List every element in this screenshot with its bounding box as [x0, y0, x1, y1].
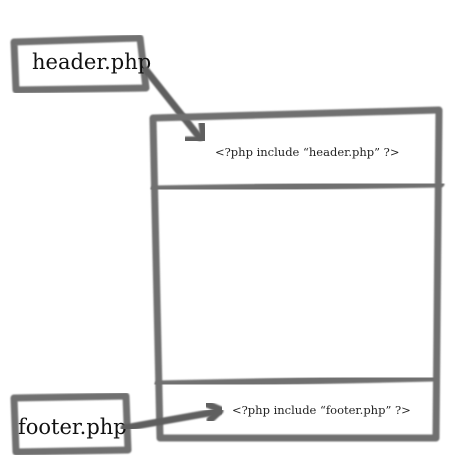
header-file-label: header.php	[32, 50, 151, 74]
footer-arrow	[120, 400, 225, 432]
footer-file-label: footer.php	[18, 415, 127, 439]
footer-include-code: <?php include “footer.php” ?>	[232, 403, 411, 417]
page-layout-box	[149, 106, 445, 442]
header-include-code: <?php include “header.php” ?>	[215, 145, 400, 159]
page-header-region: <?php include “header.php” ?>	[215, 145, 400, 159]
header-arrow	[142, 66, 208, 144]
footer-file-box: footer.php	[10, 392, 132, 456]
header-file-box: header.php	[10, 34, 151, 94]
page-footer-region: <?php include “footer.php” ?>	[232, 403, 411, 417]
